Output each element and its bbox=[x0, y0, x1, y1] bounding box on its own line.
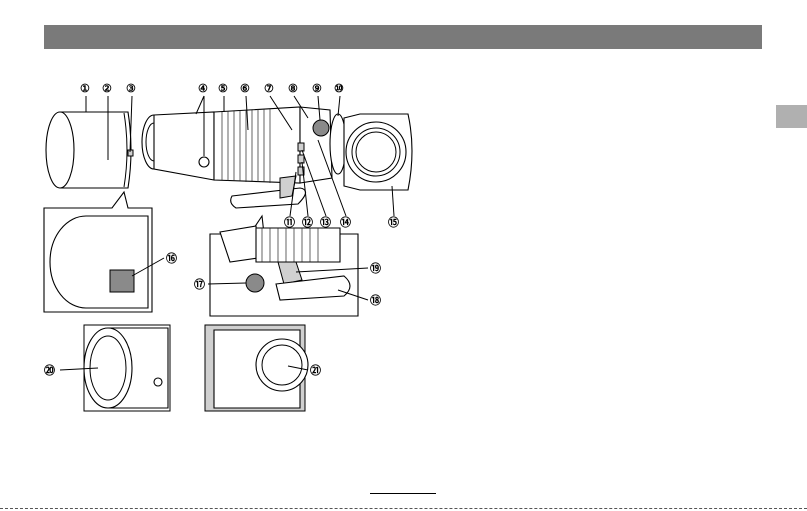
hood-detail-inset bbox=[44, 192, 152, 312]
callout-14-label: ⑭ bbox=[340, 215, 351, 229]
callout-10: ⑩ bbox=[334, 83, 344, 116]
callout-15: ⑮ bbox=[388, 186, 399, 229]
rear-cap-inset bbox=[205, 325, 308, 411]
callout-17-label: ⑰ bbox=[194, 277, 205, 291]
callout-5: ⑤ bbox=[218, 83, 228, 112]
callout-3-label: ③ bbox=[126, 83, 136, 95]
callout-1: ① bbox=[80, 83, 90, 112]
callout-1-label: ① bbox=[80, 83, 90, 95]
callout-7-label: ⑦ bbox=[264, 83, 274, 95]
callout-9-label: ⑨ bbox=[312, 83, 322, 95]
callout-6-label: ⑥ bbox=[240, 83, 250, 95]
callout-13-label: ⑬ bbox=[320, 215, 331, 229]
page-number-underline bbox=[370, 493, 436, 494]
callout-11-label: ⑪ bbox=[284, 215, 295, 229]
bottom-rule bbox=[0, 508, 807, 509]
callout-21-label: ㉑ bbox=[310, 363, 321, 377]
callout-18-label: ⑱ bbox=[370, 293, 381, 307]
lens-hood-illustration bbox=[46, 112, 133, 188]
tripod-foot-inset bbox=[210, 216, 358, 316]
callout-16-label: ⑯ bbox=[166, 251, 177, 265]
callout-15-label: ⑮ bbox=[388, 215, 399, 229]
lens-barrel-illustration bbox=[142, 107, 346, 208]
callout-5-label: ⑤ bbox=[218, 83, 228, 95]
callout-10-label: ⑩ bbox=[334, 83, 344, 95]
callout-12-label: ⑫ bbox=[302, 215, 313, 229]
lens-mount-illustration bbox=[344, 114, 412, 190]
callout-19-label: ⑲ bbox=[370, 261, 381, 275]
callout-20-label: ⑳ bbox=[44, 363, 55, 377]
callout-4-label: ④ bbox=[198, 83, 208, 95]
callout-8-label: ⑧ bbox=[288, 83, 298, 95]
callout-2-label: ② bbox=[102, 83, 112, 95]
